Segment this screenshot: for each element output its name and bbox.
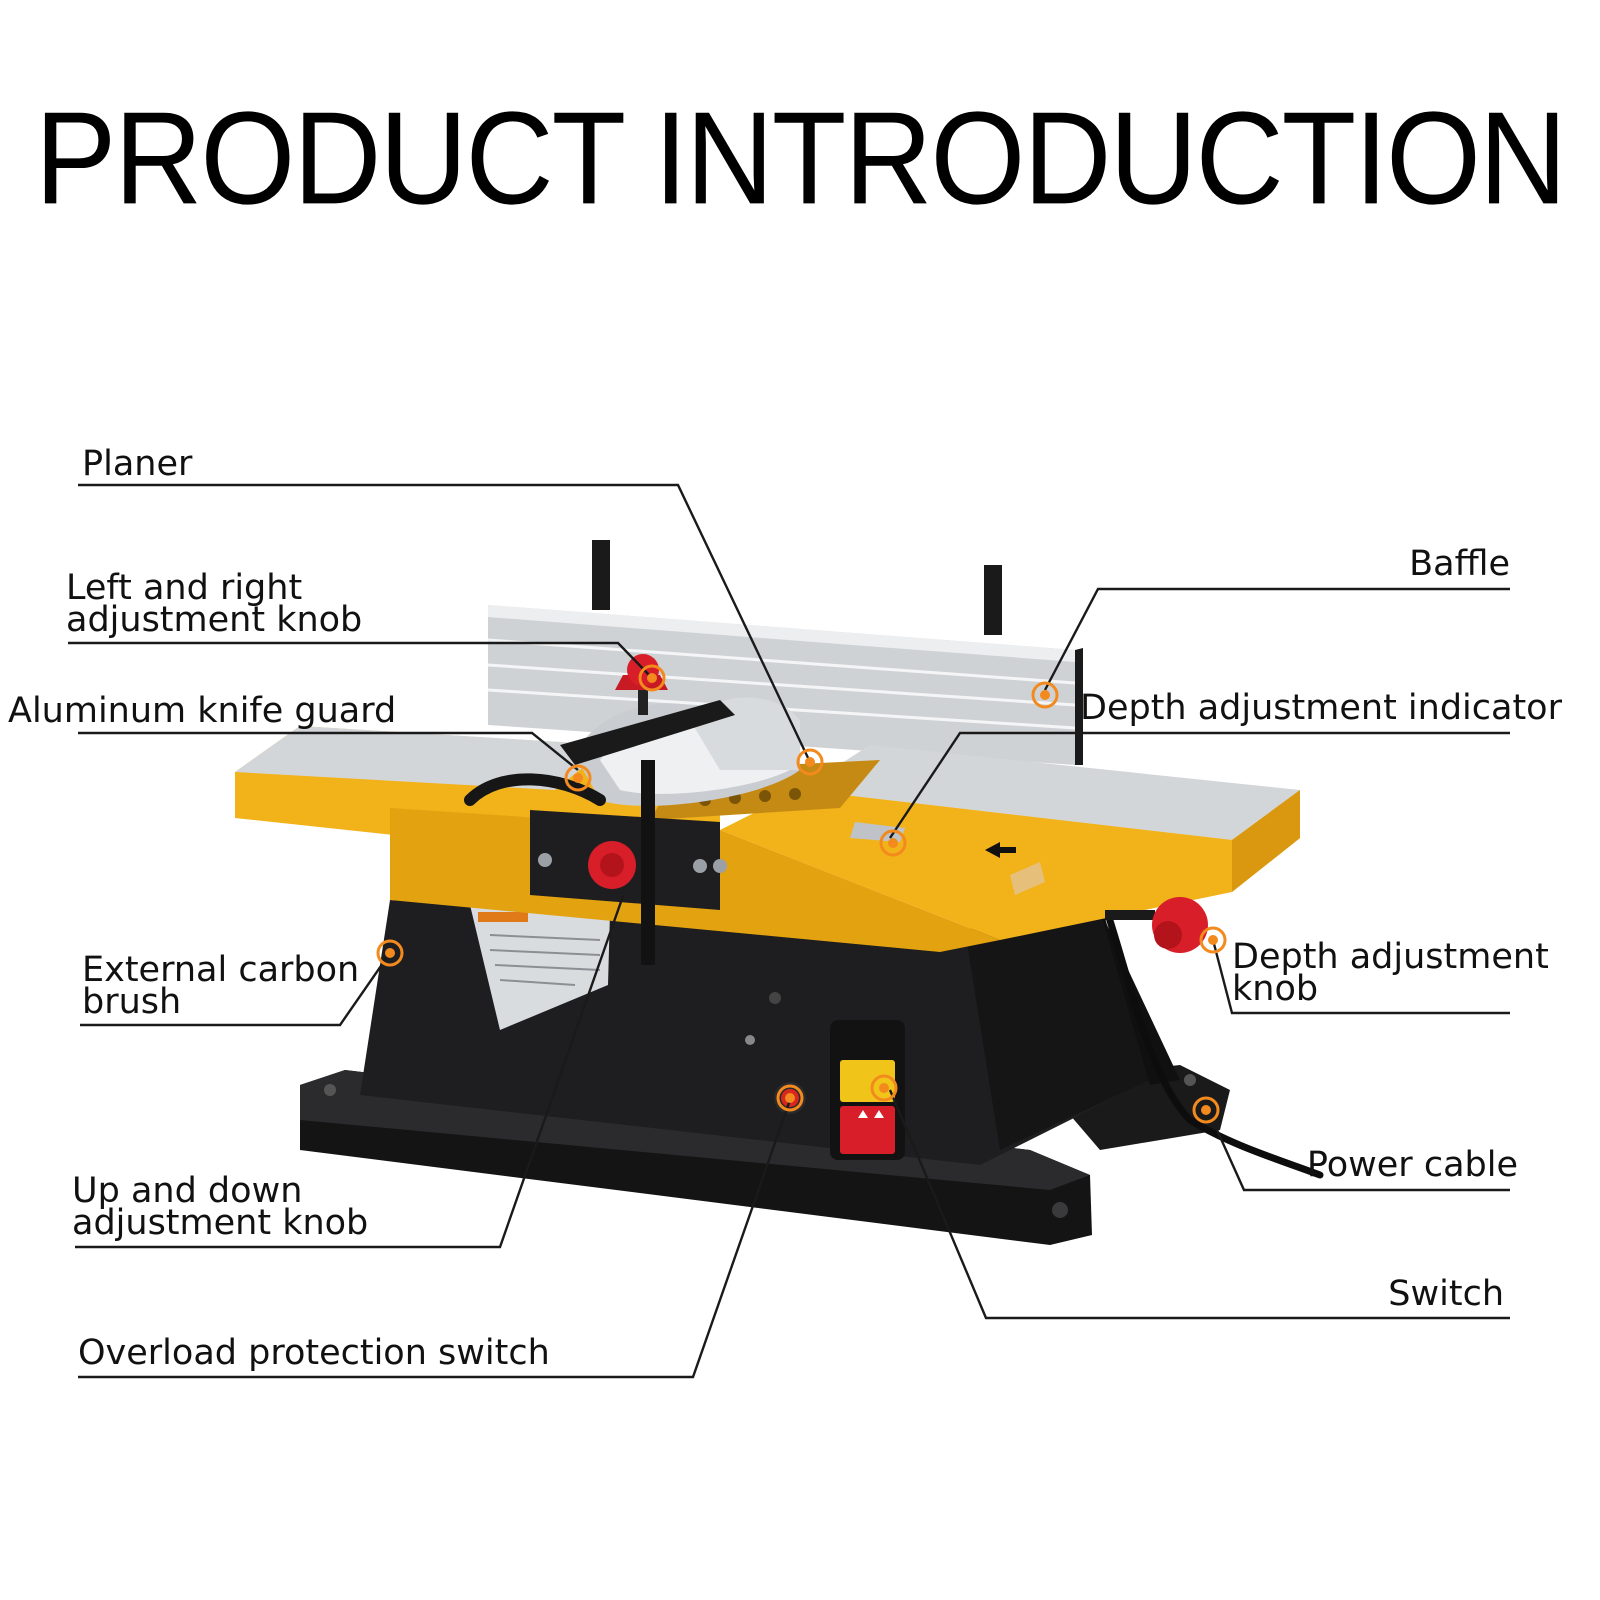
label-left-right-knob-line2: adjustment knob [66,600,362,640]
label-depth-knob-line2: knob [1232,969,1318,1009]
leader-power-cable [1206,1109,1510,1192]
label-switch: Switch [1388,1274,1504,1314]
marker-switch [870,1074,898,1102]
label-planer: Planer [82,444,193,484]
leader-planer [78,483,812,763]
page-title: PRODUCT INTRODUCTION [34,84,1567,232]
leader-switch [888,1089,1510,1320]
leader-up-down-knob [75,895,625,1249]
leader-depth-indicator [889,731,1510,839]
label-left-right-knob-line1: Left and right [66,568,302,608]
spec-label-plate [470,905,610,1030]
leader-baffle [1043,587,1510,691]
depth-knob [1105,897,1208,953]
marker-overload-switch [776,1084,804,1112]
up-down-knob [588,841,636,889]
power-switch [830,1020,905,1160]
screw [713,859,727,873]
marker-power-cable [1192,1096,1220,1124]
label-up-down-knob-line1: Up and down [72,1171,302,1211]
screw [769,992,781,1004]
leader-left-right-knob [68,641,653,679]
leader-overload-switch [78,1099,792,1379]
guard-post [641,760,655,965]
label-depth-indicator: Depth adjustment indicator [1080,688,1563,728]
leader-carbon-brush [80,952,391,1027]
label-depth-knob-line1: Depth adjustment [1232,937,1549,977]
marker-knife-guard [564,764,592,792]
leader-lines [68,483,1510,1379]
marker-depth-indicator [879,829,907,857]
marker-left-right-knob [638,664,666,692]
screw [745,1035,755,1045]
label-overload-switch: Overload protection switch [78,1333,550,1373]
label-knife-guard: Aluminum knife guard [8,691,396,731]
label-carbon-brush-line2: brush [82,982,181,1022]
marker-planer [796,748,824,776]
marker-carbon-brush [376,939,404,967]
screw [693,859,707,873]
label-baffle: Baffle [1409,544,1510,584]
feed-direction-sticker [985,838,1045,895]
marker-depth-knob [1199,926,1227,954]
label-carbon-brush-line1: External carbon [82,950,359,990]
jointer-planer-illustration [235,540,1324,1245]
power-cable-line [1101,901,1324,1179]
marker-baffle [1031,681,1059,709]
screw [538,853,552,867]
leader-depth-knob [1211,939,1510,1015]
label-up-down-knob-line2: adjustment knob [72,1203,368,1243]
leader-knife-guard [78,731,579,771]
callout-markers [376,664,1227,1124]
label-power-cable: Power cable [1307,1145,1518,1185]
callout-labels: Planer Left and right adjustment knob Al… [8,444,1563,1373]
